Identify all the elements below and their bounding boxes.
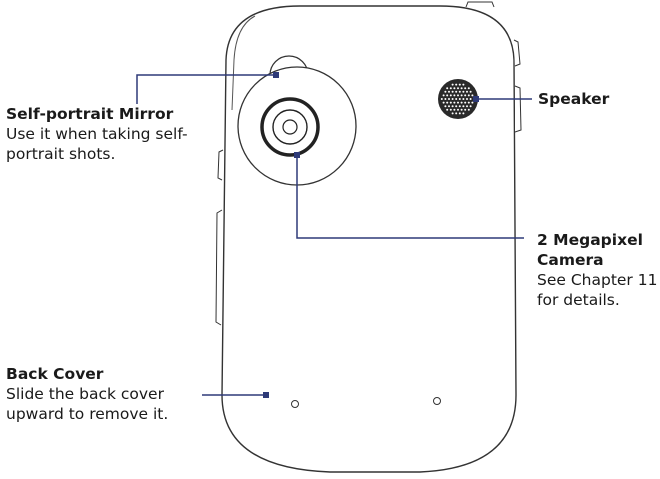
speaker-hole <box>457 108 459 111</box>
speaker-hole <box>446 108 449 111</box>
speaker-hole <box>457 101 459 104</box>
speaker-hole <box>448 90 450 93</box>
speaker-hole <box>464 101 467 104</box>
right-side-rocker <box>514 85 522 133</box>
speaker-hole <box>460 108 463 111</box>
speaker-hole <box>467 101 470 104</box>
back-cover-callout-desc-line2: upward to remove it. <box>6 405 169 423</box>
speaker-hole <box>458 112 461 115</box>
speaker-grille <box>438 79 478 119</box>
speaker-hole <box>449 87 452 90</box>
speaker-hole <box>467 94 470 97</box>
mirror-leader-end <box>273 72 279 78</box>
speaker-hole <box>451 90 454 93</box>
screw-hole-right <box>433 397 441 405</box>
speaker-hole <box>455 83 458 86</box>
speaker-hole <box>449 101 452 104</box>
speaker-hole <box>453 101 456 104</box>
speaker-hole <box>453 87 456 90</box>
mirror-callout-desc-line2: portrait shots. <box>6 145 116 163</box>
speaker-hole <box>464 94 467 97</box>
speaker-hole <box>466 105 468 108</box>
speaker-hole <box>460 94 463 97</box>
speaker-hole <box>449 108 452 111</box>
speaker-hole <box>466 90 468 93</box>
speaker-hole <box>444 105 447 108</box>
camera-callout: 2 Megapixel Camera See Chapter 11 for de… <box>537 230 657 310</box>
phone-bevel-line <box>231 15 256 111</box>
top-button <box>465 1 495 8</box>
speaker-hole <box>464 87 467 90</box>
speaker-hole <box>458 98 461 100</box>
speaker-hole <box>471 94 474 97</box>
speaker-hole <box>462 83 465 86</box>
speaker-hole <box>469 90 472 93</box>
speaker-hole <box>462 105 465 108</box>
camera-callout-title-line1: 2 Megapixel <box>537 231 643 249</box>
speaker-hole <box>448 98 450 100</box>
speaker-hole <box>458 90 461 93</box>
speaker-hole <box>458 83 461 86</box>
mirror-callout-desc-line1: Use it when taking self- <box>6 125 188 143</box>
speaker-hole <box>469 98 472 100</box>
speaker-hole <box>457 87 459 90</box>
back-cover-callout: Back Cover Slide the back cover upward t… <box>6 364 168 424</box>
speaker-hole <box>440 98 443 100</box>
speaker-hole <box>448 105 450 108</box>
speaker-hole <box>444 90 447 93</box>
speaker-hole <box>460 101 463 104</box>
speaker-hole <box>444 98 447 100</box>
screw-hole-left <box>291 400 299 408</box>
speaker-hole <box>462 90 465 93</box>
speaker-hole <box>466 98 468 100</box>
speaker-hole <box>460 87 463 90</box>
speaker-hole <box>464 108 467 111</box>
speaker-hole <box>451 83 454 86</box>
left-side-slot <box>217 149 224 181</box>
speaker-hole <box>457 94 459 97</box>
speaker-hole <box>455 90 458 93</box>
mirror-callout: Self-portrait Mirror Use it when taking … <box>6 104 188 164</box>
speaker-hole <box>449 94 452 97</box>
speaker-hole <box>442 101 445 104</box>
speaker-hole <box>455 105 458 108</box>
camera-callout-title-line2: Camera <box>537 251 604 269</box>
speaker-hole <box>469 105 472 108</box>
speaker-callout: Speaker <box>538 89 609 109</box>
speaker-hole <box>455 98 458 100</box>
back-cover-leader-end <box>263 392 269 398</box>
speaker-hole <box>462 98 465 100</box>
speaker-hole <box>442 94 445 97</box>
speaker-hole <box>446 101 449 104</box>
speaker-hole <box>446 94 449 97</box>
back-cover-callout-desc-line1: Slide the back cover <box>6 385 164 403</box>
speaker-hole <box>467 108 470 111</box>
camera-callout-desc-line1: See Chapter 11 <box>537 271 658 289</box>
speaker-hole <box>467 87 470 90</box>
mirror-callout-title: Self-portrait Mirror <box>6 105 174 123</box>
speaker-hole <box>451 112 454 115</box>
mirror-leader-line <box>136 74 276 104</box>
speaker-hole <box>453 108 456 111</box>
camera-leader-end <box>294 152 300 158</box>
speaker-leader-end <box>473 96 479 102</box>
camera-lens-inner <box>282 119 298 135</box>
speaker-hole <box>462 112 465 115</box>
speaker-hole <box>458 105 461 108</box>
speaker-hole <box>446 87 449 90</box>
speaker-hole <box>453 94 456 97</box>
back-cover-callout-title: Back Cover <box>6 365 104 383</box>
right-side-button <box>513 39 521 67</box>
speaker-hole <box>451 105 454 108</box>
camera-leader-line <box>296 155 524 239</box>
camera-callout-desc-line2: for details. <box>537 291 620 309</box>
left-side-button <box>215 209 223 326</box>
speaker-callout-title: Speaker <box>538 90 610 108</box>
speaker-hole <box>471 101 474 104</box>
speaker-hole <box>451 98 454 100</box>
speaker-hole <box>455 112 458 115</box>
